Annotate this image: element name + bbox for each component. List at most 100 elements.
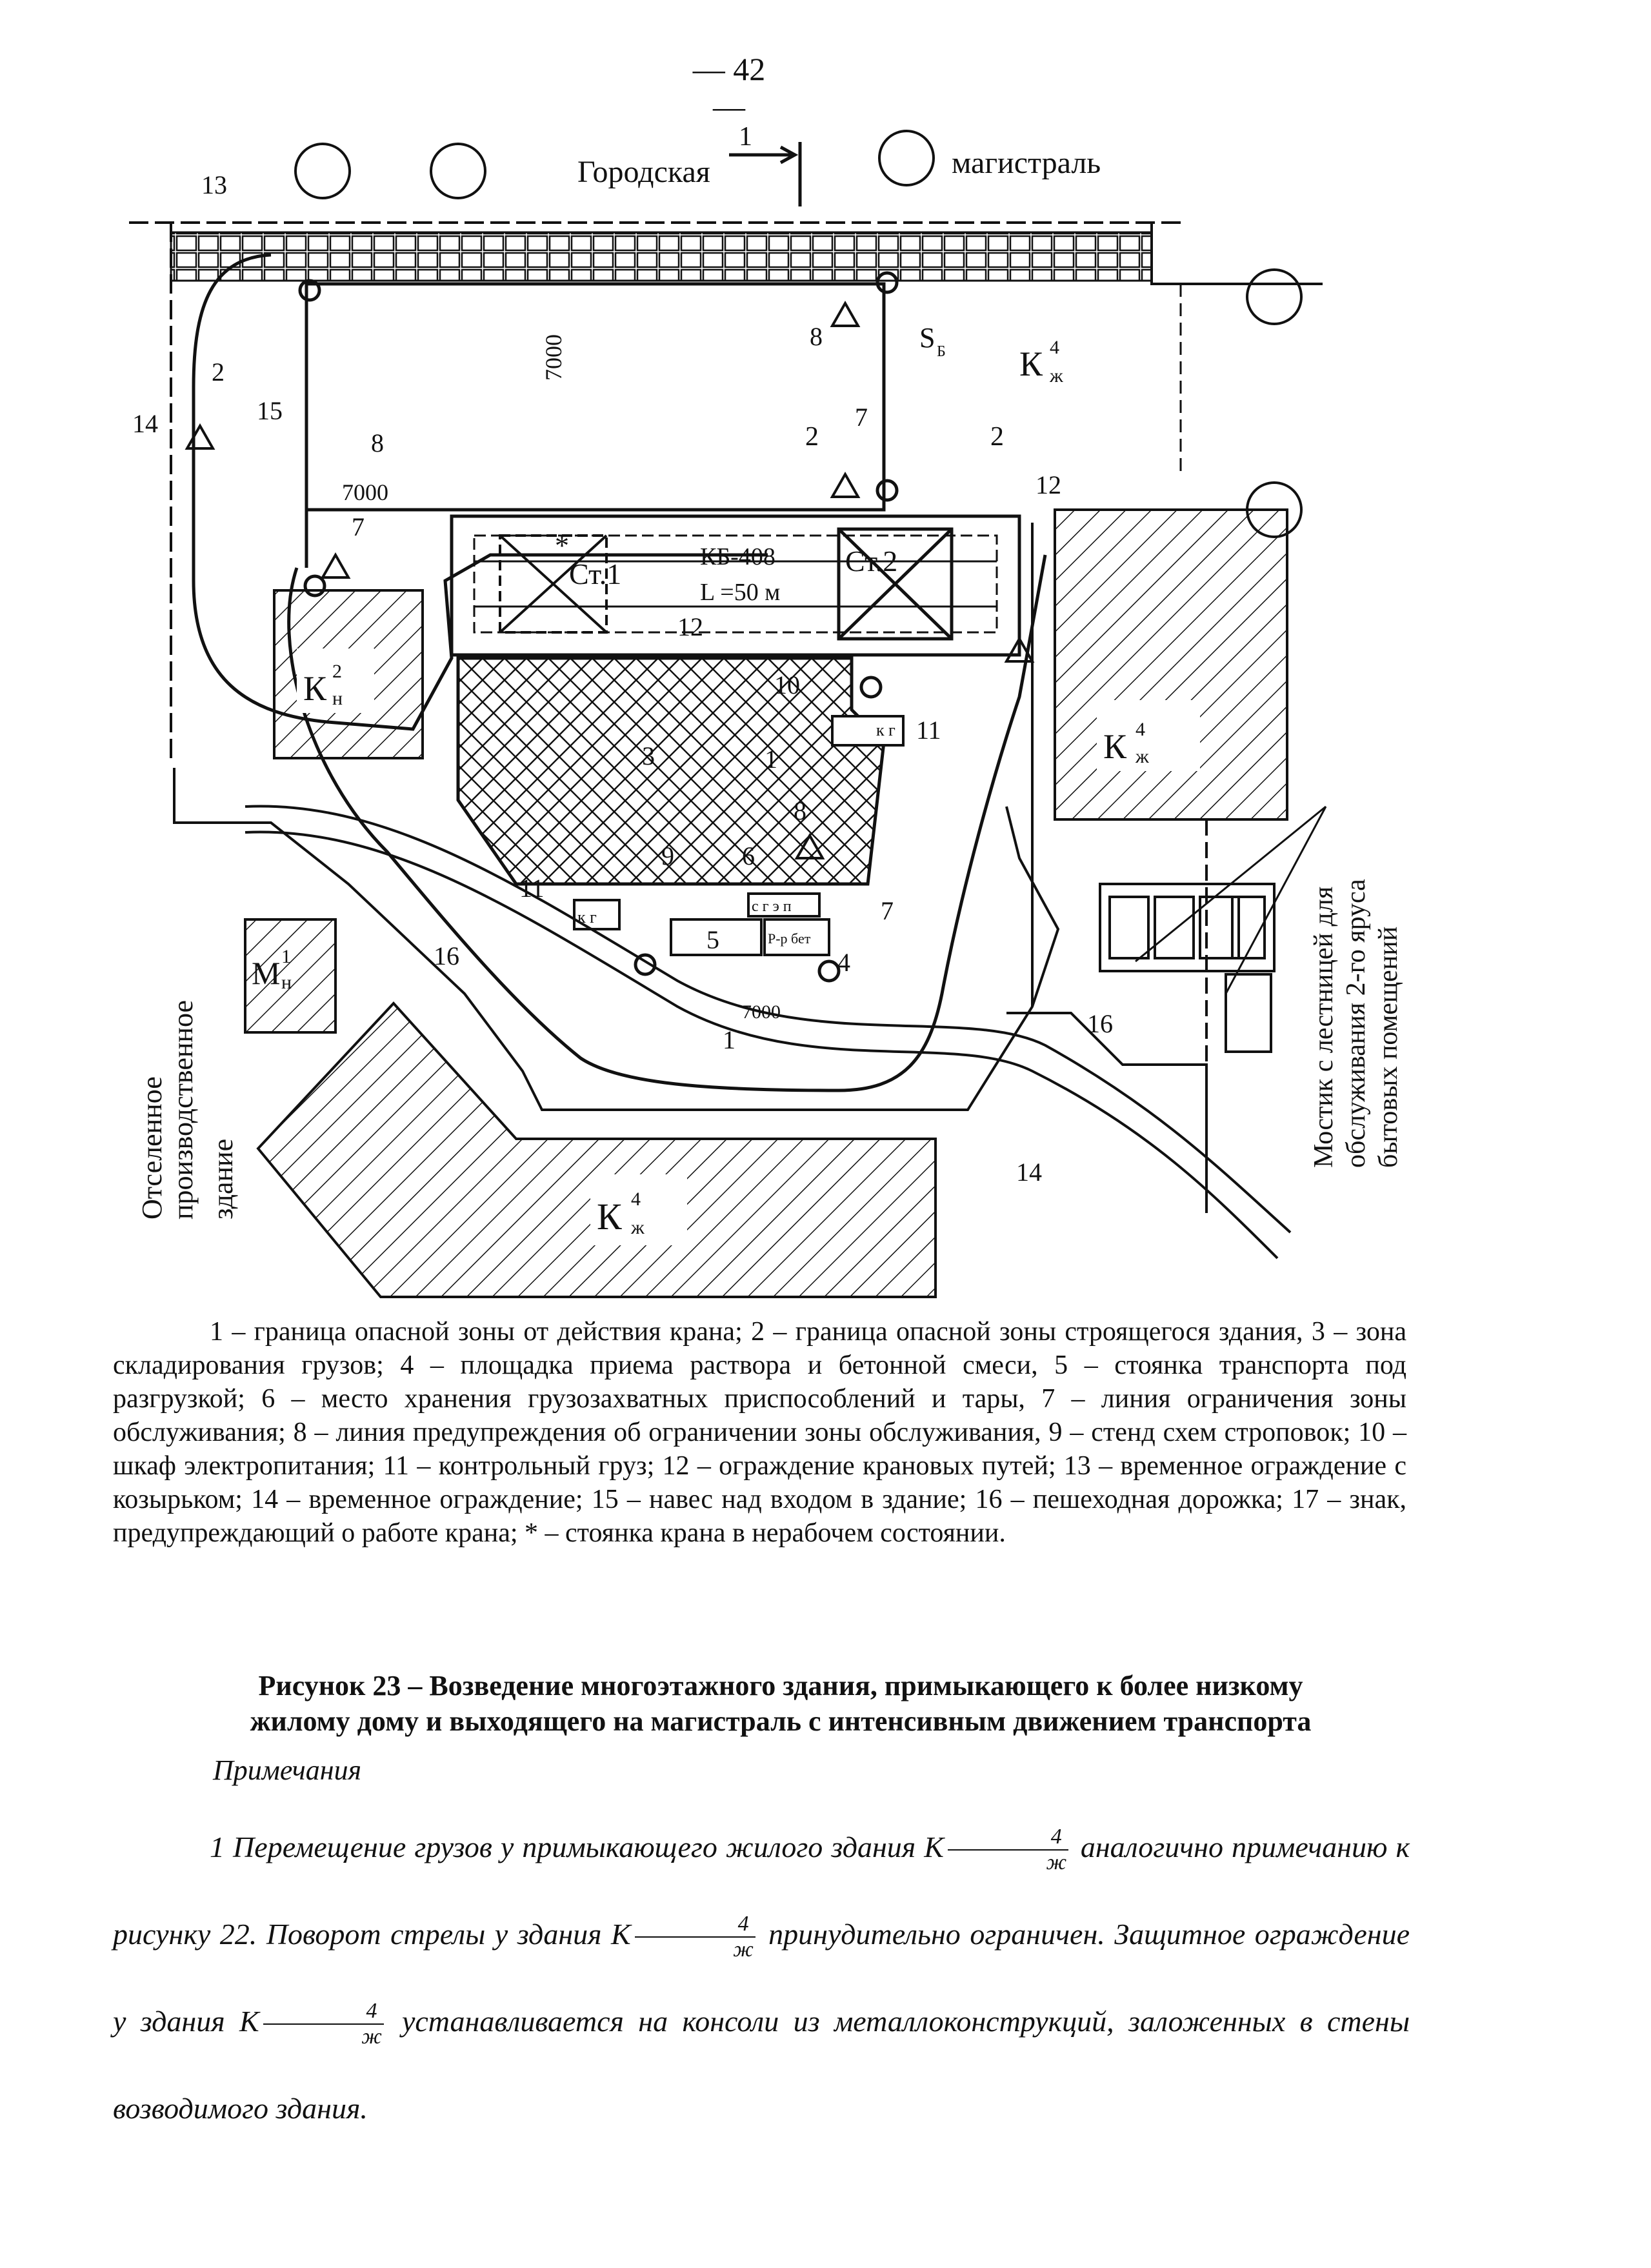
label-bg-4 xyxy=(1000,329,1097,387)
bridge-leader xyxy=(1135,805,1327,994)
svg-text:16: 16 xyxy=(1087,1009,1113,1038)
label-kg-2: к г xyxy=(876,721,896,739)
note-1: 1 Перемещение грузов у примыкающего жило… xyxy=(113,1803,1410,2152)
svg-text:5: 5 xyxy=(706,925,719,954)
svg-text:здание: здание xyxy=(207,1139,239,1219)
svg-text:2: 2 xyxy=(332,661,342,682)
svg-text:7: 7 xyxy=(881,896,894,925)
svg-text:4: 4 xyxy=(1136,719,1145,740)
crane-rail-ends xyxy=(298,271,899,983)
svg-text:1: 1 xyxy=(723,1025,735,1054)
svg-text:9: 9 xyxy=(661,841,674,870)
building-kzh4-right xyxy=(1054,508,1288,821)
svg-text:14: 14 xyxy=(1016,1158,1042,1187)
station-1-label: Ст.1 xyxy=(569,557,621,590)
svg-text:4: 4 xyxy=(1050,337,1059,358)
svg-text:н: н xyxy=(332,688,343,709)
svg-text:4: 4 xyxy=(837,948,850,977)
dim-7000-horizontal: 7000 xyxy=(342,479,388,505)
svg-text:Отселенное: Отселенное xyxy=(136,1076,168,1219)
station-2-label: Ст.2 xyxy=(845,545,897,577)
building-labels: К 4 ж К 2 н К 4 ж М 1 н К 4 ж xyxy=(252,337,1149,1238)
road-label-left: Городская xyxy=(577,155,710,189)
note-1-part-a: 1 Перемещение грузов у примыкающего жило… xyxy=(210,1831,944,1863)
svg-text:К: К xyxy=(1103,727,1127,766)
s-sub: Б xyxy=(937,343,946,360)
svg-text:8: 8 xyxy=(794,796,806,825)
svg-text:1: 1 xyxy=(765,745,777,774)
label-bg-3 xyxy=(590,1174,687,1245)
svg-text:6: 6 xyxy=(742,841,755,870)
bridge-note-label: Мостик с лестницей для обслуживания 2-го… xyxy=(1309,879,1403,1168)
svg-text:3: 3 xyxy=(642,741,655,770)
crane-tracks xyxy=(450,514,1021,657)
building-mn1 xyxy=(244,918,337,1034)
svg-text:М: М xyxy=(252,955,280,991)
crane-station-1 xyxy=(499,534,608,634)
road-label-right: магистраль xyxy=(952,146,1101,180)
label-bg-1 xyxy=(297,648,374,713)
svg-text:8: 8 xyxy=(810,322,823,351)
pedestrian-paths xyxy=(245,523,1292,1259)
svg-text:14: 14 xyxy=(132,409,158,438)
section-2-left: 2 xyxy=(805,422,819,452)
page-number: — 42 — xyxy=(692,51,766,125)
label-sgep: с г э п xyxy=(752,898,792,915)
svg-text:1: 1 xyxy=(281,946,291,967)
svg-text:бытовых помещений: бытовых помещений xyxy=(1374,927,1403,1168)
section-marker-1: 1 xyxy=(739,122,752,152)
crane-asterisk: * xyxy=(555,530,569,561)
svg-text:К: К xyxy=(1019,345,1043,383)
caption-line-2: жилому дому и выходящего на магистраль с… xyxy=(250,1705,1312,1737)
label-bg-2 xyxy=(1097,700,1200,771)
svg-text:7: 7 xyxy=(855,403,868,432)
svg-text:обслуживания 2-го яруса: обслуживания 2-го яруса xyxy=(1341,879,1371,1168)
svg-text:12: 12 xyxy=(677,612,703,641)
figure-caption: Рисунок 23 – Возведение многоэтажного зд… xyxy=(168,1668,1394,1739)
svg-text:Мостик с лестницей для: Мостик с лестницей для xyxy=(1309,887,1339,1168)
storage-zone xyxy=(456,656,886,886)
svg-text:К: К xyxy=(303,669,327,708)
svg-text:4: 4 xyxy=(631,1189,641,1210)
building-under-construction xyxy=(305,282,886,568)
site-plan-drawing: Городская магистраль 1 * Ст.1 Ст.2 КБ-40… xyxy=(129,122,1403,1298)
svg-text:16: 16 xyxy=(434,941,459,970)
site-boundary-left xyxy=(173,768,1060,1111)
s-label: S xyxy=(919,322,935,354)
svg-text:11: 11 xyxy=(519,874,545,903)
section-arrow xyxy=(729,142,802,206)
temporary-fence-canopy xyxy=(129,221,1323,765)
svg-text:8: 8 xyxy=(371,428,384,457)
svg-text:12: 12 xyxy=(1036,470,1061,499)
legend-text: 1 – граница опасной зоны от действия кра… xyxy=(113,1317,1406,1548)
svg-text:К: К xyxy=(597,1196,622,1238)
crane-label: КБ-408 xyxy=(700,543,775,570)
svg-text:н: н xyxy=(281,972,292,993)
dim-7000-bottom: 7000 xyxy=(742,1001,781,1023)
svg-text:7: 7 xyxy=(352,512,365,541)
callout-markers: 13 2 15 14 8 7 8 7 12 12 10 11 3 1 8 9 6… xyxy=(132,170,1113,1187)
svg-text:10: 10 xyxy=(774,670,800,699)
drawing-legend: 1 – граница опасной зоны от действия кра… xyxy=(113,1315,1406,1550)
svg-text:ж: ж xyxy=(1049,365,1063,386)
svg-text:2: 2 xyxy=(212,357,225,386)
note-1-part-d: устанавливается на консоли из металлокон… xyxy=(113,2005,1410,2125)
dim-7000-vertical: 7000 xyxy=(541,334,566,381)
notes-heading: Примечания xyxy=(213,1754,362,1786)
crane-length: L =50 м xyxy=(700,579,780,606)
hazard-zone-1-boundary xyxy=(287,554,1047,1092)
abandoned-building-label: Отселенное производственное здание xyxy=(136,1000,239,1219)
svg-text:производственное: производственное xyxy=(167,1000,199,1219)
svg-text:13: 13 xyxy=(201,170,227,199)
svg-text:11: 11 xyxy=(916,716,941,745)
label-rbet: Р-р бет xyxy=(768,930,811,947)
svg-text:ж: ж xyxy=(630,1217,645,1238)
utility-cabins xyxy=(1099,883,1276,1053)
note-1-part-b: аналогично примечанию к рисунку 22. Пово… xyxy=(113,1831,1410,1951)
caption-line-1: Рисунок 23 – Возведение многоэтажного зд… xyxy=(258,1670,1303,1701)
note-1-part-c: принудительно ограничен. Защитное огражд… xyxy=(113,1918,1410,2038)
svg-text:ж: ж xyxy=(1135,746,1149,767)
